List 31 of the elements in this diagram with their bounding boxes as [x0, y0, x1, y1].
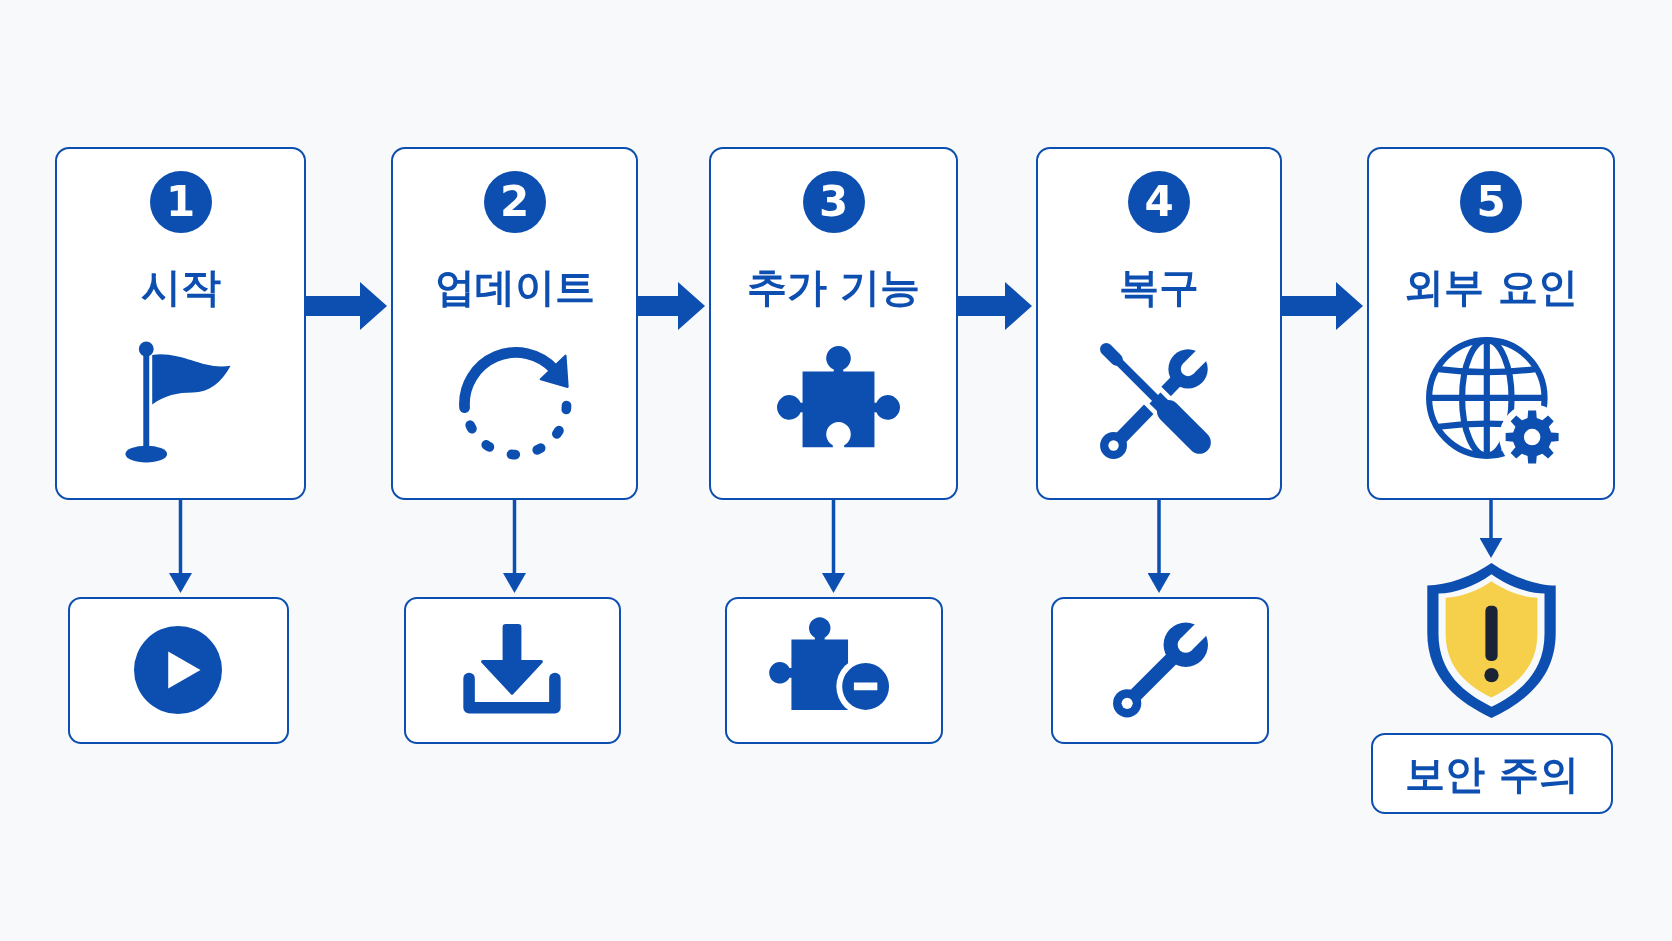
step-card [391, 147, 638, 500]
step-card [1036, 147, 1282, 500]
block-arrow [958, 282, 1032, 330]
step-card [709, 147, 958, 500]
step-number: 1 [149, 171, 212, 233]
step-card [55, 147, 306, 500]
step-card [1367, 147, 1615, 500]
result-card [404, 597, 621, 744]
arrow [822, 500, 845, 593]
result-card [68, 597, 289, 744]
step-title: 복구 [1119, 263, 1199, 311]
arrow [1147, 500, 1171, 593]
block-arrow [638, 282, 705, 330]
arrow [169, 500, 192, 593]
step-number: 4 [1128, 171, 1190, 233]
label-card [1371, 733, 1613, 814]
step-title: 추가 기능 [746, 263, 921, 311]
block-arrow [1282, 282, 1363, 330]
arrow [503, 500, 526, 593]
step-title: 시작 [140, 263, 221, 311]
result-card [725, 597, 943, 744]
step-number: 5 [1460, 171, 1522, 233]
step-number: 2 [483, 171, 546, 233]
step-title: 업데이트 [434, 263, 595, 311]
warning-shield-icon [1425, 562, 1558, 720]
block-arrow [306, 282, 387, 330]
label-text: 보안 주의 [1405, 749, 1579, 798]
step-title: 외부 요인 [1404, 263, 1578, 311]
step-number: 3 [802, 171, 865, 233]
arrow [1479, 500, 1503, 558]
result-card [1051, 597, 1269, 744]
